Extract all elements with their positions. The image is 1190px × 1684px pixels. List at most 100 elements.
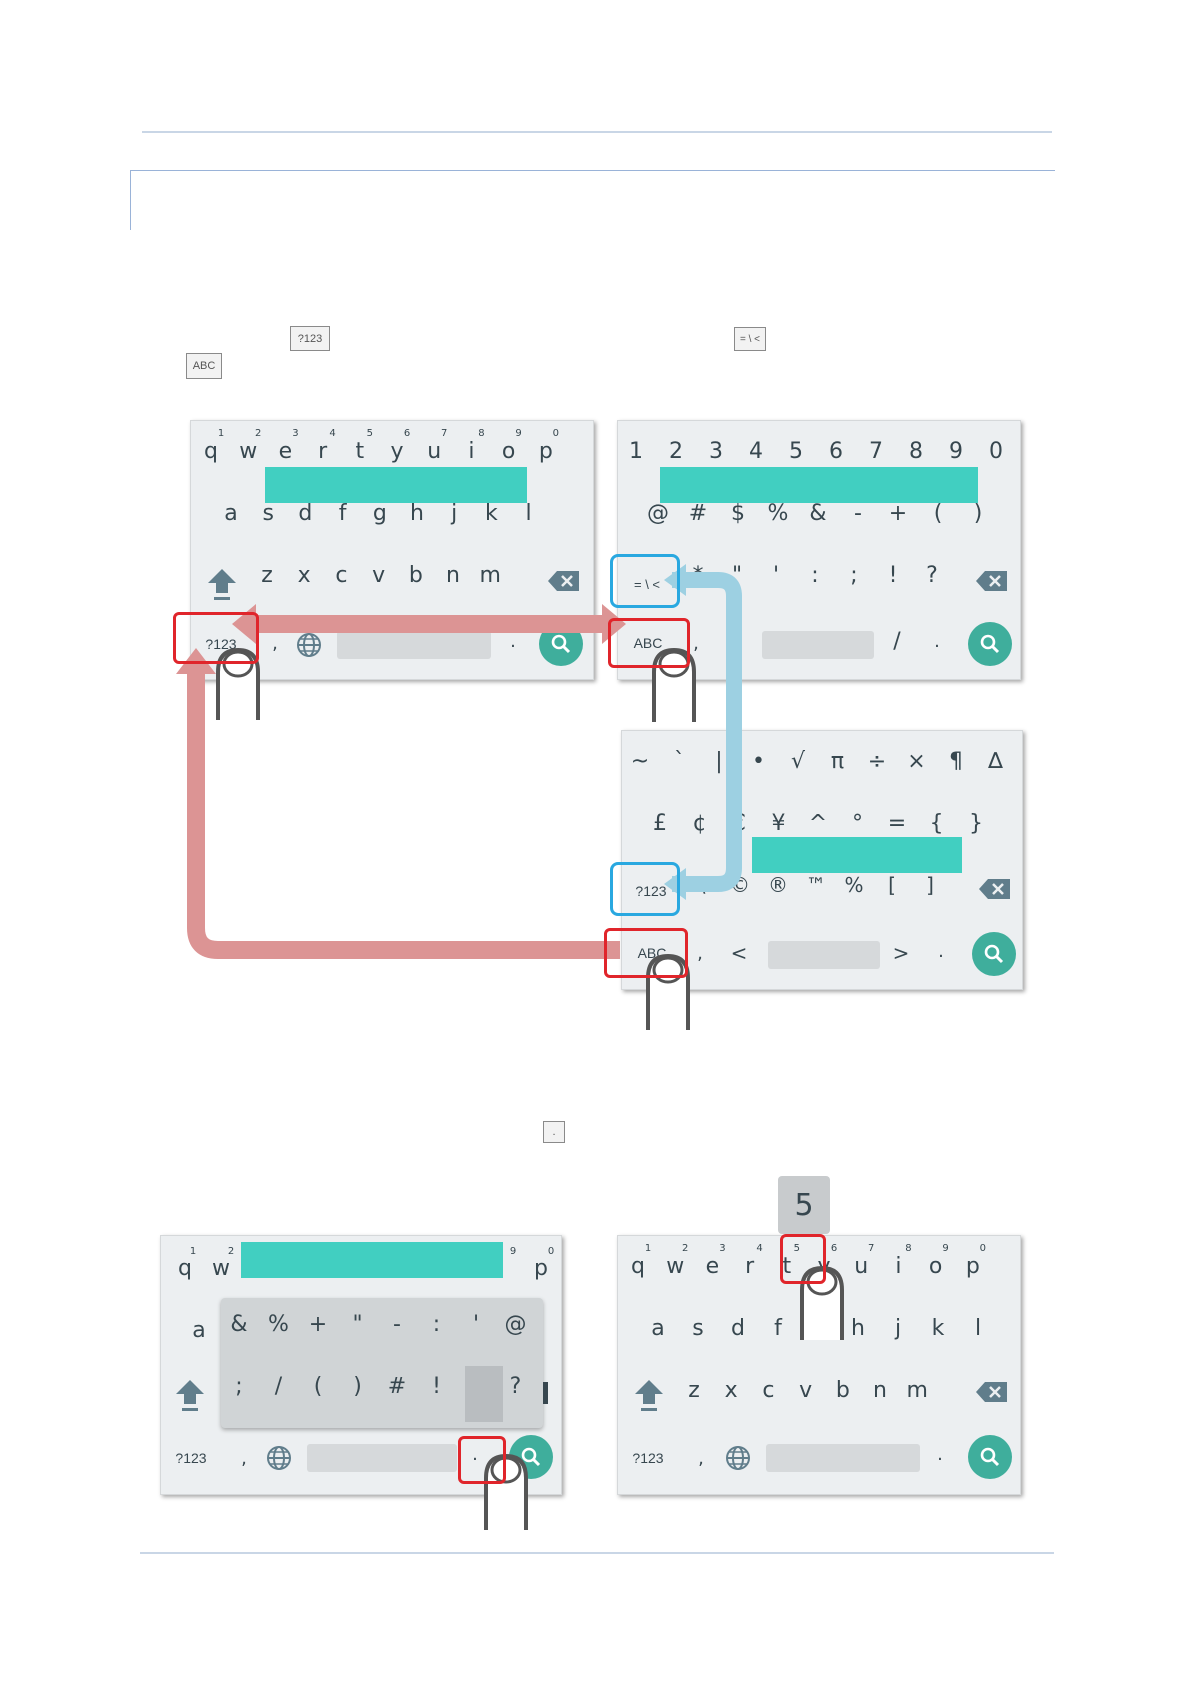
letter-key-6[interactable]: j <box>451 501 458 526</box>
popup-key-3[interactable]: " <box>352 1312 363 1337</box>
letter-key-1[interactable]: w <box>239 439 258 464</box>
letter-key-2[interactable]: e <box>278 439 293 464</box>
shift-icon[interactable] <box>173 1376 207 1412</box>
comma-key[interactable]: , <box>697 943 703 964</box>
comma-key[interactable]: , <box>698 1448 704 1469</box>
symbol-key-2[interactable]: ' <box>772 563 780 588</box>
letter-key-5[interactable]: j <box>894 1316 902 1341</box>
symbol-key-4[interactable]: & <box>809 501 827 526</box>
letter-key-3[interactable]: r <box>318 439 328 464</box>
key-a[interactable]: a <box>192 1318 206 1343</box>
letter-key-1[interactable]: s <box>692 1316 704 1341</box>
letter-key-3[interactable]: v <box>799 1378 813 1403</box>
letter-key-0[interactable]: z <box>688 1378 700 1403</box>
period-key[interactable]: . <box>937 1444 943 1465</box>
symbol-key-3[interactable]: % <box>767 501 789 526</box>
popup-key-4[interactable]: - <box>393 1312 401 1337</box>
shift-icon[interactable] <box>632 1376 666 1412</box>
symbol-key-0[interactable]: \ <box>698 873 706 897</box>
number-key-1[interactable]: 2 <box>669 439 683 464</box>
number-key-7[interactable]: 8 <box>909 439 923 464</box>
letter-key-3[interactable]: f <box>338 501 347 526</box>
globe-icon[interactable] <box>295 631 323 659</box>
symbols-key[interactable]: ?123 <box>632 1450 664 1466</box>
popup-key-2[interactable]: ( <box>313 1374 323 1399</box>
symbol-key-7[interactable]: × <box>907 749 926 774</box>
symbol-key-0[interactable]: @ <box>647 501 669 526</box>
symbol-key-1[interactable]: ` <box>674 749 685 774</box>
period-key[interactable]: . <box>472 1444 478 1465</box>
spacebar[interactable] <box>307 1444 457 1472</box>
symbol-key-2[interactable]: € <box>732 811 746 836</box>
letter-key-7[interactable]: i <box>468 439 475 464</box>
search-button[interactable] <box>539 622 583 666</box>
symbol-key-5[interactable]: ° <box>852 811 863 836</box>
letter-key-8[interactable]: o <box>928 1254 943 1279</box>
number-key-4[interactable]: 5 <box>789 439 803 464</box>
symbol-key-7[interactable]: { <box>929 811 944 836</box>
popup-key-1[interactable]: % <box>268 1312 289 1337</box>
symbol-key-5[interactable]: - <box>854 501 862 526</box>
letter-key-4[interactable]: t <box>782 1254 792 1279</box>
symbol-key-4[interactable]: ; <box>850 563 858 588</box>
symbol-key-5[interactable]: [ <box>888 873 896 897</box>
number-key-8[interactable]: 9 <box>949 439 963 464</box>
popup-key-5[interactable]: : <box>432 1312 441 1337</box>
number-key-5[interactable]: 6 <box>829 439 843 464</box>
symbol-key-3[interactable]: • <box>752 749 765 774</box>
symbol-key-4[interactable]: % <box>844 873 864 897</box>
letter-key-2[interactable]: c <box>762 1378 775 1403</box>
shift-icon[interactable] <box>205 565 239 601</box>
spacebar[interactable] <box>337 631 491 659</box>
letter-key-6[interactable]: m <box>479 563 501 588</box>
symbol-key-4[interactable]: √ <box>790 749 806 774</box>
less-than-key[interactable]: < <box>730 941 748 965</box>
popup-key-0[interactable]: & <box>230 1312 248 1337</box>
slash-key[interactable]: / <box>893 629 901 654</box>
letter-key-3[interactable]: r <box>745 1254 755 1279</box>
letter-key-1[interactable]: x <box>724 1378 738 1403</box>
symbol-key-0[interactable]: £ <box>653 811 667 836</box>
letter-key-2[interactable]: d <box>731 1316 745 1341</box>
letter-key-2[interactable]: c <box>335 563 348 588</box>
comma-key[interactable]: , <box>693 633 699 654</box>
period-key[interactable]: . <box>938 941 944 962</box>
greater-than-key[interactable]: > <box>892 941 910 965</box>
symbol-key-2[interactable]: | <box>715 749 723 774</box>
letter-key-9[interactable]: p <box>965 1254 980 1279</box>
letter-key-1[interactable]: x <box>297 563 311 588</box>
popup-key-7[interactable]: ? <box>509 1374 522 1399</box>
letter-key-1[interactable]: s <box>262 501 274 526</box>
popup-key-6[interactable]: ' <box>472 1312 480 1337</box>
backspace-icon[interactable] <box>975 569 1009 593</box>
symbol-key-6[interactable]: ] <box>926 873 934 897</box>
symbol-key-4[interactable]: ^ <box>808 811 828 836</box>
number-key-2[interactable]: 3 <box>709 439 723 464</box>
key-w[interactable]: w <box>212 1256 230 1281</box>
symbol-key-1[interactable]: ¢ <box>692 811 707 836</box>
number-key-6[interactable]: 7 <box>869 439 883 464</box>
number-key-9[interactable]: 0 <box>989 439 1003 464</box>
popup-key-4[interactable]: # <box>387 1374 407 1399</box>
spacebar[interactable] <box>762 631 874 659</box>
symbol-key-6[interactable]: ÷ <box>867 749 887 774</box>
backspace-icon[interactable] <box>547 569 581 593</box>
symbol-key-1[interactable]: © <box>730 873 750 897</box>
key-q[interactable]: q <box>178 1256 192 1281</box>
popup-key-3[interactable]: ) <box>353 1374 362 1399</box>
symbols-key[interactable]: ?123 <box>635 883 667 899</box>
backspace-icon[interactable] <box>978 877 1012 901</box>
popup-key-0[interactable]: ; <box>235 1374 243 1399</box>
globe-icon[interactable] <box>265 1444 293 1472</box>
symbol-key-0[interactable]: * <box>692 563 704 588</box>
letter-key-8[interactable]: o <box>501 439 516 464</box>
letter-key-5[interactable]: h <box>410 501 424 526</box>
symbol-key-2[interactable]: ® <box>768 873 788 897</box>
symbol-key-7[interactable]: ( <box>933 501 943 526</box>
letter-key-5[interactable]: n <box>873 1378 887 1403</box>
letter-key-5[interactable]: n <box>446 563 460 588</box>
symbol-key-8[interactable]: } <box>969 811 983 836</box>
search-button[interactable] <box>968 622 1012 666</box>
letter-key-3[interactable]: v <box>372 563 386 588</box>
letter-key-4[interactable]: b <box>835 1378 850 1403</box>
